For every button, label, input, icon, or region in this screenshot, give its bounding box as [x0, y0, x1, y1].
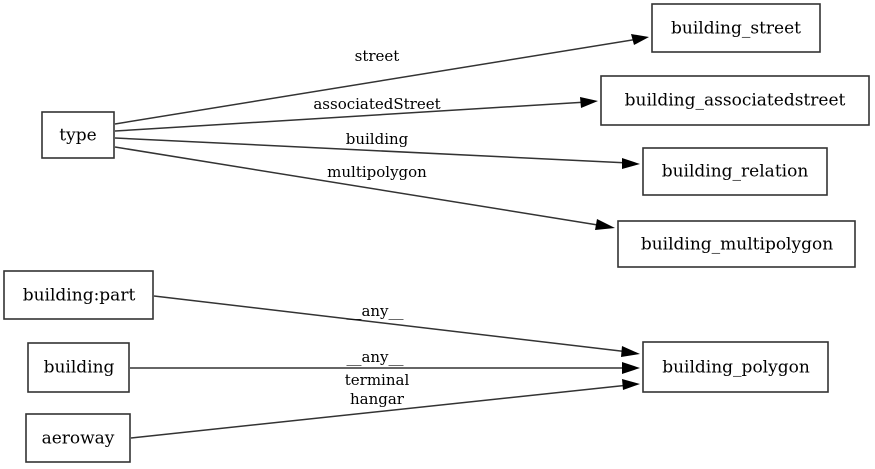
node-box: [617, 220, 856, 268]
node-building[interactable]: building: [27, 342, 130, 393]
edge-type-associatedstreet[interactable]: associatedStreet: [114, 95, 598, 132]
edge-line: [130, 384, 630, 439]
edge-line: [114, 146, 605, 227]
node-label-building-part: building:part: [23, 286, 136, 306]
node-label-building-multipolygon: building_multipolygon: [641, 235, 833, 255]
edge-label-any-buildingpart: __any__: [346, 302, 404, 320]
edge-label-multipolygon: multipolygon: [327, 163, 427, 181]
node-box: [3, 270, 154, 320]
node-type[interactable]: type: [41, 111, 115, 159]
edge-line: [114, 38, 639, 125]
node-box: [651, 3, 821, 53]
nodes-layer: type building_street building_associated…: [3, 3, 870, 463]
node-label-building-polygon: building_polygon: [662, 358, 810, 378]
edge-aeroway-terminal-hangar[interactable]: terminal hangar: [130, 371, 640, 439]
node-box: [600, 75, 870, 126]
arrow-head-icon: [622, 379, 640, 390]
node-box: [25, 413, 131, 463]
node-building-street[interactable]: building_street: [651, 3, 821, 53]
edge-buildingpart-any[interactable]: __any__: [153, 295, 640, 357]
edges-layer: street associatedStreet building multipo…: [114, 34, 649, 439]
edge-label-building: building: [346, 130, 409, 148]
edge-line: [114, 101, 588, 132]
node-label-building-relation: building_relation: [662, 162, 809, 182]
arrow-head-icon: [621, 346, 640, 357]
edge-building-any[interactable]: __any__: [130, 348, 640, 374]
edge-line: [114, 137, 630, 164]
node-building-part[interactable]: building:part: [3, 270, 154, 320]
node-box: [27, 342, 130, 393]
edge-type-street[interactable]: street: [114, 34, 649, 125]
edge-label-street: street: [355, 47, 400, 65]
node-label-building-associatedstreet: building_associatedstreet: [625, 91, 846, 111]
node-building-relation[interactable]: building_relation: [642, 147, 828, 196]
edge-type-multipolygon[interactable]: multipolygon: [114, 146, 615, 230]
edge-label-associatedstreet: associatedStreet: [313, 95, 440, 113]
node-box: [41, 111, 115, 159]
arrow-head-icon: [580, 97, 598, 108]
edge-type-building[interactable]: building: [114, 130, 640, 169]
node-label-building-street: building_street: [671, 19, 801, 39]
edge-line: [153, 295, 630, 353]
node-building-polygon[interactable]: building_polygon: [642, 341, 829, 393]
edge-label-hangar: hangar: [350, 390, 405, 408]
edge-label-any-building: __any__: [346, 348, 404, 366]
node-aeroway[interactable]: aeroway: [25, 413, 131, 463]
node-building-multipolygon[interactable]: building_multipolygon: [617, 220, 856, 268]
edge-label-terminal: terminal: [345, 371, 410, 389]
arrow-head-icon: [631, 34, 649, 45]
node-building-associatedstreet[interactable]: building_associatedstreet: [600, 75, 870, 126]
node-label-type: type: [59, 126, 96, 146]
node-label-aeroway: aeroway: [42, 429, 115, 449]
node-box: [642, 147, 828, 196]
node-box: [642, 341, 829, 393]
arrow-head-icon: [622, 362, 640, 374]
node-label-building: building: [44, 358, 115, 378]
arrow-head-icon: [622, 158, 640, 169]
arrow-head-icon: [595, 219, 615, 230]
